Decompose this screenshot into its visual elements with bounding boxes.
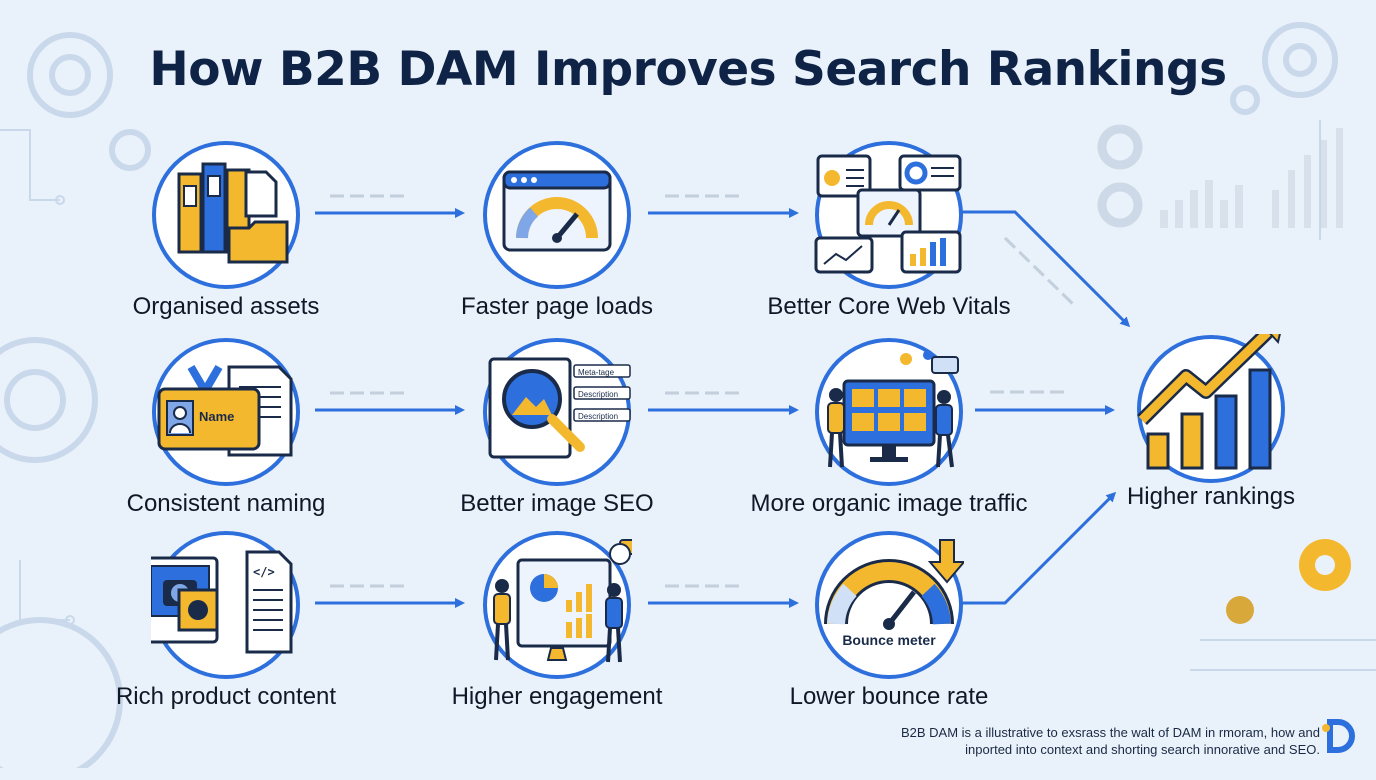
node-higher-rankings: Higher rankings xyxy=(1061,334,1361,584)
folders-icon xyxy=(152,141,300,289)
bounce-meter-text: Bounce meter xyxy=(842,632,936,648)
node-label: Better image SEO xyxy=(460,490,654,517)
node-label: Rich product content xyxy=(115,683,337,710)
id-badge-icon: Name xyxy=(152,338,300,486)
page-title: How B2B DAM Improves Search Rankings xyxy=(149,42,1227,97)
node-label: Higher rankings xyxy=(1126,483,1296,510)
bounce-meter-icon: Bounce meter xyxy=(815,531,964,679)
tag-description: Description xyxy=(578,412,618,421)
node-label: Faster page loads xyxy=(460,293,654,320)
node-label: Organised assets xyxy=(132,293,320,320)
dashboard-icon xyxy=(814,141,963,289)
node-label: Higher engagement xyxy=(451,683,663,710)
brand-logo-icon xyxy=(1322,719,1355,753)
node-label: Lower bounce rate xyxy=(789,683,989,710)
node-more-organic-image-traffic: More organic image traffic xyxy=(739,337,1039,587)
product-content-icon: </> xyxy=(151,531,300,679)
footnote: B2B DAM is a illustrative to exsrass the… xyxy=(900,725,1320,757)
node-higher-engagement: Higher engagement xyxy=(407,530,707,780)
node-better-image-seo: Meta-tage Description Description Better… xyxy=(407,337,707,587)
speedometer-browser-icon xyxy=(483,141,631,289)
node-rich-product-content: </> Rich product content xyxy=(76,530,376,780)
node-label: Better Core Web Vitals xyxy=(767,293,1011,320)
node-label: Consistent naming xyxy=(126,490,326,517)
node-lower-bounce-rate: Bounce meter Lower bounce rate xyxy=(739,530,1039,780)
node-better-core-web-vitals: Better Core Web Vitals xyxy=(739,140,1039,390)
tag-description: Description xyxy=(578,390,618,399)
growth-chart-icon xyxy=(1137,334,1285,483)
people-monitor-icon xyxy=(815,338,963,486)
badge-name-text: Name xyxy=(199,409,234,424)
node-organised-assets: Organised assets xyxy=(76,140,376,390)
code-glyph: </> xyxy=(253,565,275,579)
engagement-icon xyxy=(483,531,632,679)
tag-meta: Meta-tage xyxy=(578,368,615,377)
node-consistent-naming: Name Consistent naming xyxy=(76,337,376,587)
node-label: More organic image traffic xyxy=(750,490,1028,517)
image-search-icon: Meta-tage Description Description xyxy=(483,338,631,486)
node-faster-page-loads: Faster page loads xyxy=(407,140,707,390)
